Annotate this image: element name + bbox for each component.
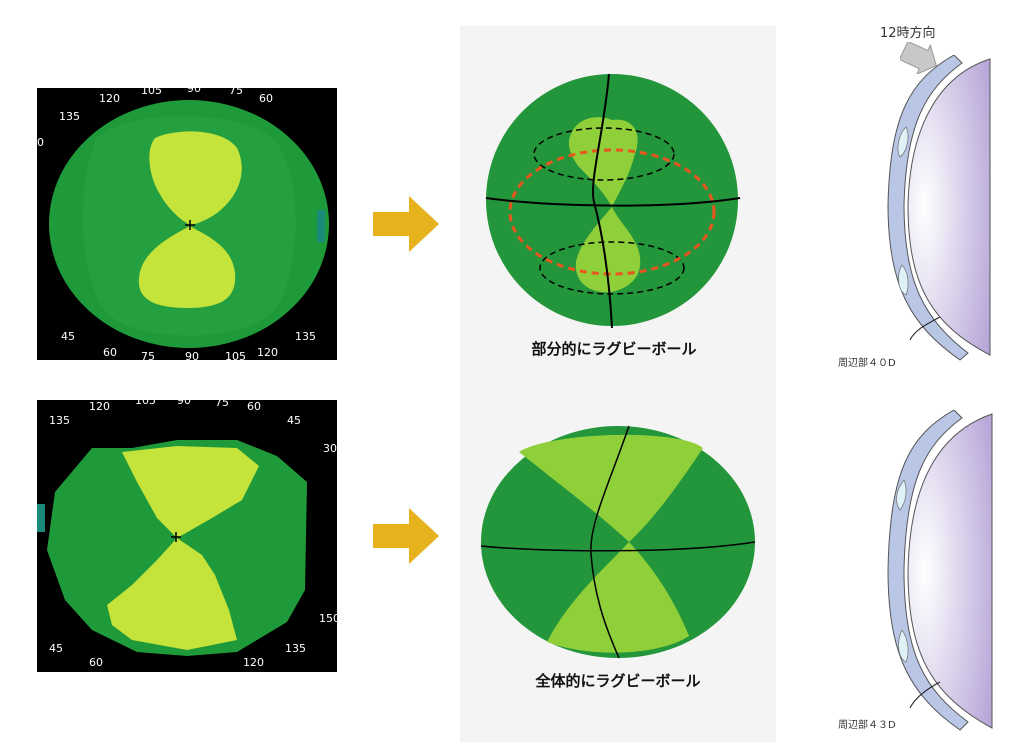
direction-label: 12時方向 <box>880 26 936 41</box>
tick-label: 60 <box>247 400 261 413</box>
topography-map-top: 120 105 90 75 60 135 0 45 60 75 90 105 1… <box>37 88 337 360</box>
partial-rugby-ball-schematic <box>485 73 741 329</box>
tear-pocket <box>897 126 909 158</box>
tear-pocket <box>898 264 909 296</box>
tick-label: 120 <box>257 346 278 359</box>
tick-label: 45 <box>61 330 75 343</box>
schematic-lower-lobe <box>547 542 689 653</box>
tick-label: 0 <box>37 136 44 149</box>
tick-label: 90 <box>185 350 199 360</box>
map-lower-lobe <box>107 538 237 650</box>
tick-label: 135 <box>295 330 316 343</box>
tick-label: 60 <box>259 92 273 105</box>
tick-label: 135 <box>49 414 70 427</box>
schematic-upper-lobe <box>568 117 638 207</box>
cornea <box>907 58 991 356</box>
map-upper-lobe <box>149 131 242 225</box>
tick-label: 120 <box>243 656 264 669</box>
tick-label: 60 <box>89 656 103 669</box>
vertical-meridian <box>590 425 630 659</box>
tick-label: 135 <box>285 642 306 655</box>
tick-label: 90 <box>187 88 201 95</box>
caption-partial: 部分的にラグビーボール <box>531 340 697 358</box>
lens-cross-section-top <box>887 55 991 361</box>
tick-label: 105 <box>141 88 162 97</box>
topography-map-bottom: 135 120 105 90 75 60 45 30 150 45 60 120… <box>37 400 337 672</box>
tear-pocket <box>898 629 909 663</box>
map-upper-lobe <box>122 446 259 538</box>
tick-label: 135 <box>59 110 80 123</box>
caption-whole: 全体的にラグビーボール <box>535 672 701 690</box>
tick-label: 120 <box>99 92 120 105</box>
tick-label: 45 <box>287 414 301 427</box>
tick-label: 45 <box>49 642 63 655</box>
upper-dashed-ellipse <box>533 127 675 181</box>
whole-rugby-ball-schematic <box>480 425 756 659</box>
schematic-lower-lobe <box>575 207 641 293</box>
map-edge-mark <box>37 504 45 532</box>
tick-label: 60 <box>103 346 117 359</box>
schematic-upper-lobe <box>519 434 703 542</box>
tick-label: 30 <box>323 442 337 455</box>
tick-label: 150 <box>319 612 337 625</box>
tick-label: 105 <box>135 400 156 407</box>
tick-label: 90 <box>177 400 191 407</box>
tick-label: 75 <box>229 88 243 97</box>
leader-line <box>909 681 941 709</box>
vertical-meridian <box>592 73 613 329</box>
arrow-down-right-icon <box>900 42 937 74</box>
map-lower-lobe <box>138 226 236 308</box>
horizontal-meridian <box>480 541 756 552</box>
peripheral-label-bottom: 周辺部４３D <box>838 720 896 731</box>
leader-line <box>909 316 941 341</box>
tick-label: 105 <box>225 350 246 360</box>
tick-label: 75 <box>215 400 229 409</box>
cornea <box>907 413 993 729</box>
map-edge-mark <box>317 210 325 242</box>
horizontal-meridian <box>485 197 741 207</box>
tick-label: 75 <box>141 350 155 360</box>
tick-label: 120 <box>89 400 110 413</box>
peripheral-label-top: 周辺部４０D <box>838 358 896 369</box>
tear-pocket <box>896 479 907 511</box>
lower-dashed-ellipse <box>539 241 685 295</box>
red-dashed-ellipse <box>508 148 716 276</box>
schematic-disc <box>481 426 755 658</box>
arrow-right-icon <box>373 196 439 252</box>
arrow-right-icon <box>373 508 439 564</box>
lens-cross-section-bottom <box>887 410 993 731</box>
